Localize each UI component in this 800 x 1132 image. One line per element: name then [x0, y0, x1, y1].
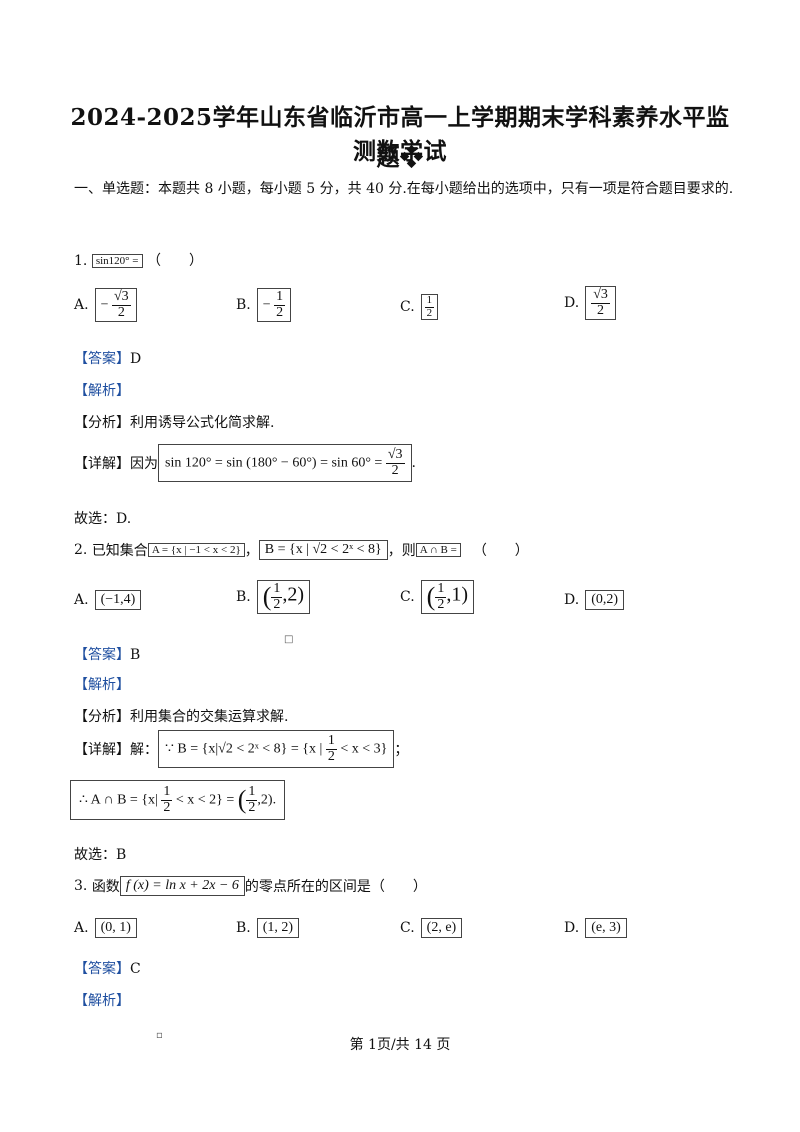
- q3-answer: 【答案】C: [74, 961, 141, 977]
- q1-expr: sin120° =: [91, 254, 143, 268]
- q3-option-c: C. (2, e): [400, 918, 463, 938]
- q2-fenxi: 【分析】利用集合的交集运算求解.: [74, 709, 289, 725]
- q2-analysis-tag: 【解析】: [74, 677, 130, 693]
- small-square-mark: □: [284, 634, 294, 645]
- q3-stem: 3. 函数 f (x) = ln x + 2x − 6 的零点所在的区间是（ ）: [74, 876, 427, 896]
- q1-analysis-tag: 【解析】: [74, 383, 130, 399]
- small-square-mark-footer: ▫: [156, 1030, 163, 1041]
- q2-choose: 故选：B: [74, 847, 127, 863]
- q2-set-b: B = {x | √2 < 2ˣ < 8}: [258, 540, 388, 560]
- q3-func: f (x) = ln x + 2x − 6: [119, 876, 245, 896]
- q2-option-a: A. (−1,4): [74, 590, 142, 610]
- q3-option-d: D. (e, 3): [564, 918, 627, 938]
- q1-detail-expr: sin 120° = sin (180° − 60°) = sin 60° = …: [158, 444, 412, 483]
- doc-title-line2: 题❖: [376, 144, 424, 171]
- q3-analysis-tag: 【解析】: [74, 993, 130, 1009]
- q3-option-a: A. (0, 1): [74, 918, 137, 938]
- q2-answer: 【答案】B: [74, 647, 141, 663]
- section-heading: 一、单选题：本题共 8 小题，每小题 5 分，共 40 分.在每小题给出的选项中…: [74, 181, 734, 197]
- q1-choose: 故选：D.: [74, 511, 132, 527]
- q3-option-b: B. (1, 2): [236, 918, 300, 938]
- page-footer: 第 1页/共 14 页: [349, 1037, 451, 1053]
- q2-expr: A ∩ B =: [415, 543, 461, 557]
- q1-answer: 【答案】D: [74, 351, 142, 367]
- q2-stem: 2. 已知集合 A = {x | −1 < x < 2} ， B = {x | …: [74, 540, 529, 560]
- q2-set-a: A = {x | −1 < x < 2}: [147, 543, 245, 557]
- q2-option-d: D. (0,2): [564, 590, 625, 610]
- q1-fenxi: 【分析】利用诱导公式化简求解.: [74, 415, 275, 431]
- doc-title-line1: 2024-2025学年山东省临沂市高一上学期期末学科素养水平监测数学试: [70, 104, 730, 165]
- q1-stem: 1. sin120° = （ ）: [74, 253, 203, 269]
- q1-detail: 【详解】因为 sin 120° = sin (180° − 60°) = sin…: [74, 444, 416, 483]
